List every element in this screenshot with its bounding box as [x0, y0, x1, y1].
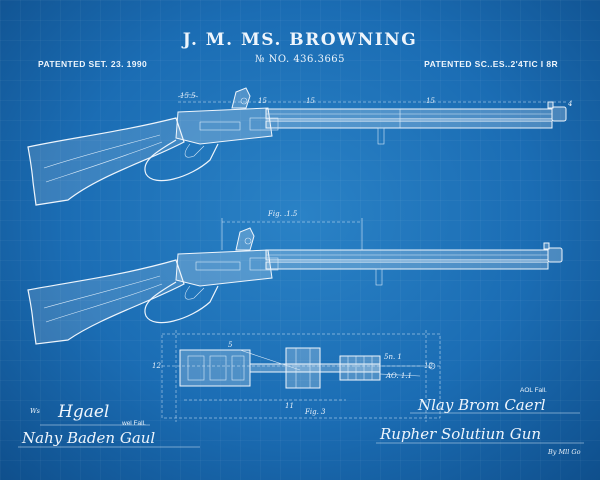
rifle-figure-2	[27, 218, 563, 345]
rifle-2-front-sight	[543, 242, 550, 250]
rifle-1-magazine-tube	[265, 120, 553, 129]
rifle-2-stock	[27, 259, 185, 345]
rifle-2-muzzle	[547, 247, 563, 263]
inventor-signature-1: Nlay Brom Caerl	[418, 396, 546, 414]
rifle-2-magazine-tube	[265, 261, 549, 270]
rifle-1-front-sight	[547, 101, 554, 109]
rifle-2-receiver	[175, 249, 273, 287]
fig1-label-c: 15	[306, 97, 315, 105]
fig2-label: Fig. .1.5	[267, 210, 298, 218]
witness-signature-1: Hgael	[58, 402, 110, 422]
rifle-1-hammer	[231, 87, 251, 109]
rifle-1-muzzle	[551, 106, 567, 122]
rifle-figure-1	[27, 87, 567, 206]
fig1-label-a: 15.5	[180, 92, 196, 100]
witness-signature-2: Nahy Baden Gaul	[22, 429, 156, 447]
fig3-label-b: 5n. 1	[384, 353, 402, 361]
fig3-frame	[161, 333, 441, 419]
witness-label: Ws	[30, 407, 41, 415]
fig3-bolt-block	[179, 349, 251, 387]
rifle-2-hammer	[235, 227, 255, 251]
fig1-label-e: 4	[567, 100, 572, 108]
inventor-signature-3: By Mll Go	[548, 448, 581, 456]
fig1-label-d: 15	[426, 97, 435, 105]
patent-number: № NO. 436.3665	[254, 54, 346, 65]
rifle-1-receiver	[175, 107, 273, 145]
fig3-label-g: 11	[285, 402, 294, 410]
rifle-1-lever	[144, 139, 219, 182]
fig3-label-fig: Fig. 3	[304, 408, 326, 416]
fig3-carrier	[285, 347, 321, 389]
patent-date-right: PATENTED SC..ES..2'4TIC I 8R	[424, 59, 558, 69]
patent-date-left: PATENTED SET. 23. 1990	[38, 59, 148, 69]
fig3-label-f: 5	[228, 341, 233, 349]
fig3-label-e: 12	[152, 362, 161, 370]
inventor-signature-2: Rupher Solutiun Gun	[380, 425, 542, 443]
fig3-label-d: 12	[424, 362, 433, 370]
witness-note: wel Fall.	[122, 420, 146, 427]
fig1-label-b: 15	[258, 97, 267, 105]
patent-title: J. M. MS. BROWNING	[182, 30, 418, 50]
inventor-label: AOL Fall.	[520, 387, 547, 394]
mechanism-figure-3	[161, 330, 441, 422]
fig3-label-c: AO. 1.1	[385, 372, 412, 380]
rifle-2-lever	[144, 281, 219, 324]
fig3-spring	[339, 355, 381, 381]
rifle-1-stock	[27, 117, 185, 206]
